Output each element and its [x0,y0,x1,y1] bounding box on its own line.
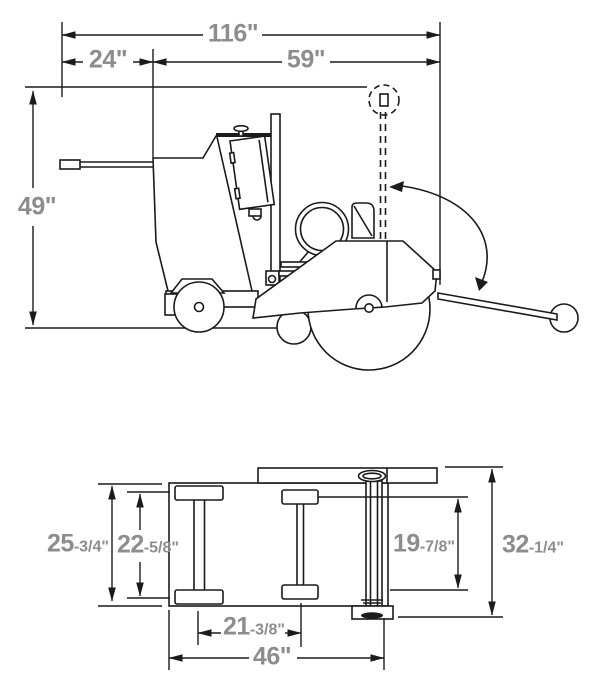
plan-view-dimension-lines [98,466,503,670]
side-view-drawing [59,84,579,371]
dim-value: 22 [117,530,144,559]
filler-cap [233,124,249,133]
dim-fraction: -5/8" [143,539,179,557]
dim-fraction: -3/8" [249,621,285,639]
shaft-collar [361,599,383,604]
dim-label-axle-spacing: 21-3/8" [223,612,285,641]
body-front-edge [152,157,169,292]
plan-guard-bar [257,467,438,484]
dim-label-overall-height: 49" [17,192,57,221]
dim-label-front-pointer-length: 24" [88,45,128,74]
dim-value: 24" [88,45,128,74]
wheel-rear-left [281,489,319,505]
arbor-boss [355,294,383,309]
dim-label-overall-length: 116" [207,19,259,48]
engine [228,135,276,211]
dim-value: 19 [393,529,420,558]
arbor-bolt [363,302,374,313]
side-view-dimension-lines [25,22,441,329]
engine-drain-round [252,215,262,221]
dim-label-body-to-handle: 59" [286,45,326,74]
blade-shaft [365,480,383,607]
raised-handle-phantom [379,112,387,240]
dim-value: 116" [207,19,259,48]
arc-arrowhead-top [389,181,404,192]
handle-rotation-arc [401,185,488,283]
post-bracket-bolt [267,274,277,284]
dim-label-overall-width: 32-1/4" [502,530,564,559]
handle-mount [432,269,441,280]
body-rear-slant [216,136,253,292]
dim-value: 49" [17,192,57,221]
dim-value: 21 [223,612,250,641]
shaft-foot-pad [361,612,383,619]
dim-value: 46" [252,642,292,671]
dim-fraction: -3/4" [73,538,109,556]
wheel-rear-right [281,584,319,600]
shaft-bolt-inner [362,472,382,480]
dim-label-rear-wheel-track: 19-7/8" [393,529,455,558]
muffler-detail [353,205,373,237]
dim-value: 25 [47,529,74,558]
wheel-front-right [174,589,224,605]
dim-fraction: -1/4" [528,539,564,557]
raised-knob-phantom [368,84,400,116]
dim-label-frame-width: 25-3/4" [47,529,109,558]
blade-guard [252,240,438,319]
wheel-front-left [174,485,224,501]
plan-view-drawing [168,467,438,620]
raised-grip-end [379,93,389,107]
arc-arrowhead-bottom [475,277,488,291]
pointer-grip [59,159,81,170]
plan-chassis [168,482,389,607]
engine-drain-tab [248,208,262,217]
dim-label-front-wheel-track: 22-5/8" [117,530,179,559]
front-axle [193,500,206,591]
dim-label-base-length: 46" [252,642,292,671]
dim-fraction: -7/8" [419,538,455,556]
handle-bar [437,292,558,321]
dim-value: 59" [286,45,326,74]
front-wheel-hub [193,301,205,313]
dim-value: 32 [502,530,529,559]
middle-axle [296,504,305,585]
blade-shaft-inner [369,481,379,606]
pointer-bar [80,161,153,168]
